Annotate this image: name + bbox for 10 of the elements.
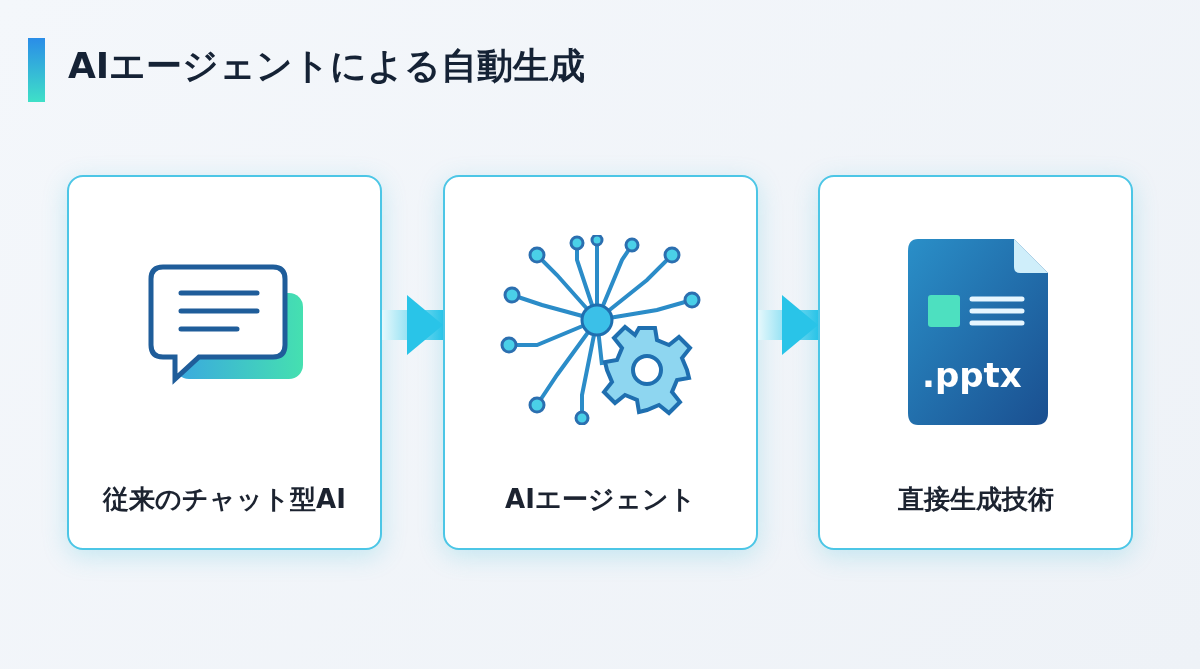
step-card: [67, 175, 382, 550]
file-extension-label: .pptx: [922, 355, 1022, 395]
arrow: [758, 295, 818, 355]
arrow: [382, 295, 443, 355]
card-title: 直接生成技術: [896, 483, 1055, 516]
step-card: [818, 175, 1133, 550]
title: AIエージェントによる自動生成: [68, 44, 586, 88]
card-title: AIエージェント: [504, 483, 697, 516]
card-title: 従来のチャット型AI: [101, 483, 347, 516]
step-card: [443, 175, 758, 550]
